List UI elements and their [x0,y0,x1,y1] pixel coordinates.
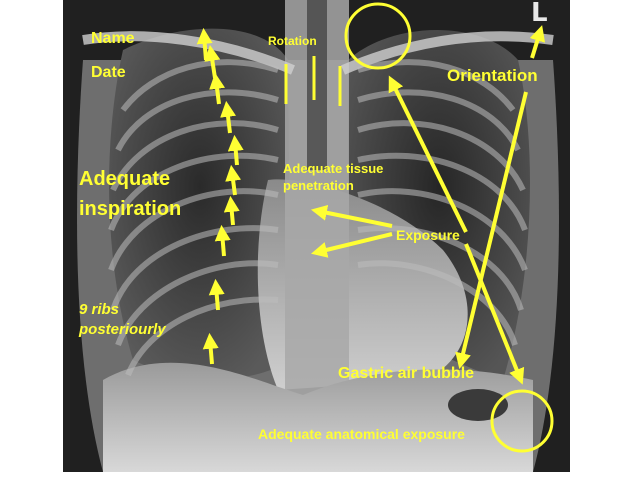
chest-xray-image: L [63,0,570,472]
exposure-label: Exposure [396,227,460,243]
gastric-air-bubble-label: Gastric air bubble [338,365,475,382]
rib-arrow-6 [225,164,242,196]
rib-arrow-3 [209,72,226,105]
tissue-penetration-arrow-lower [311,232,393,258]
rib-arrow-7 [223,195,240,226]
rib-arrow-9 [208,278,225,311]
name-label: Name [91,30,135,47]
rib-arrow-10 [202,332,219,365]
exposure-arrow-clavicle [388,75,468,233]
tissue-penetration-label-line2: penetration [283,178,354,193]
rib-arrow-4 [220,100,236,134]
tissue-penetration-label-line1: Adequate tissue [283,161,384,176]
rib-arrow-2 [204,44,221,79]
side-marker-l: L [531,0,548,28]
rib-arrow-8 [214,224,231,257]
orientation-label: Orientation [447,66,538,85]
clavicle-circle [344,2,412,70]
costophrenic-angle-circle [490,389,554,453]
ribs [108,59,528,377]
diaphragm [103,362,533,472]
adequate-inspiration-label-line1: Adequate [79,168,171,190]
xray-drawing [63,0,570,472]
right-clavicle [82,31,295,75]
rib-arrow-1 [196,27,213,61]
left-clavicle [341,31,554,75]
date-label: Date [91,64,126,81]
ribs-label-line2: posteriourly [79,321,166,338]
exposure-arrow-costophrenic [464,243,525,385]
trachea [307,0,327,170]
right-lung-field [109,28,291,379]
rotation-label: Rotation [268,34,317,48]
ribs-label-line1: 9 ribs [79,301,120,318]
tissue-penetration-arrow-upper [310,204,393,228]
orientation-arrow-gastric [455,91,528,370]
rib-arrow-5 [227,134,244,166]
anatomical-exposure-label: Adequate anatomical exposure [258,426,465,442]
orientation-arrow-marker [529,25,546,59]
adequate-inspiration-label-line2: inspiration [79,198,182,220]
